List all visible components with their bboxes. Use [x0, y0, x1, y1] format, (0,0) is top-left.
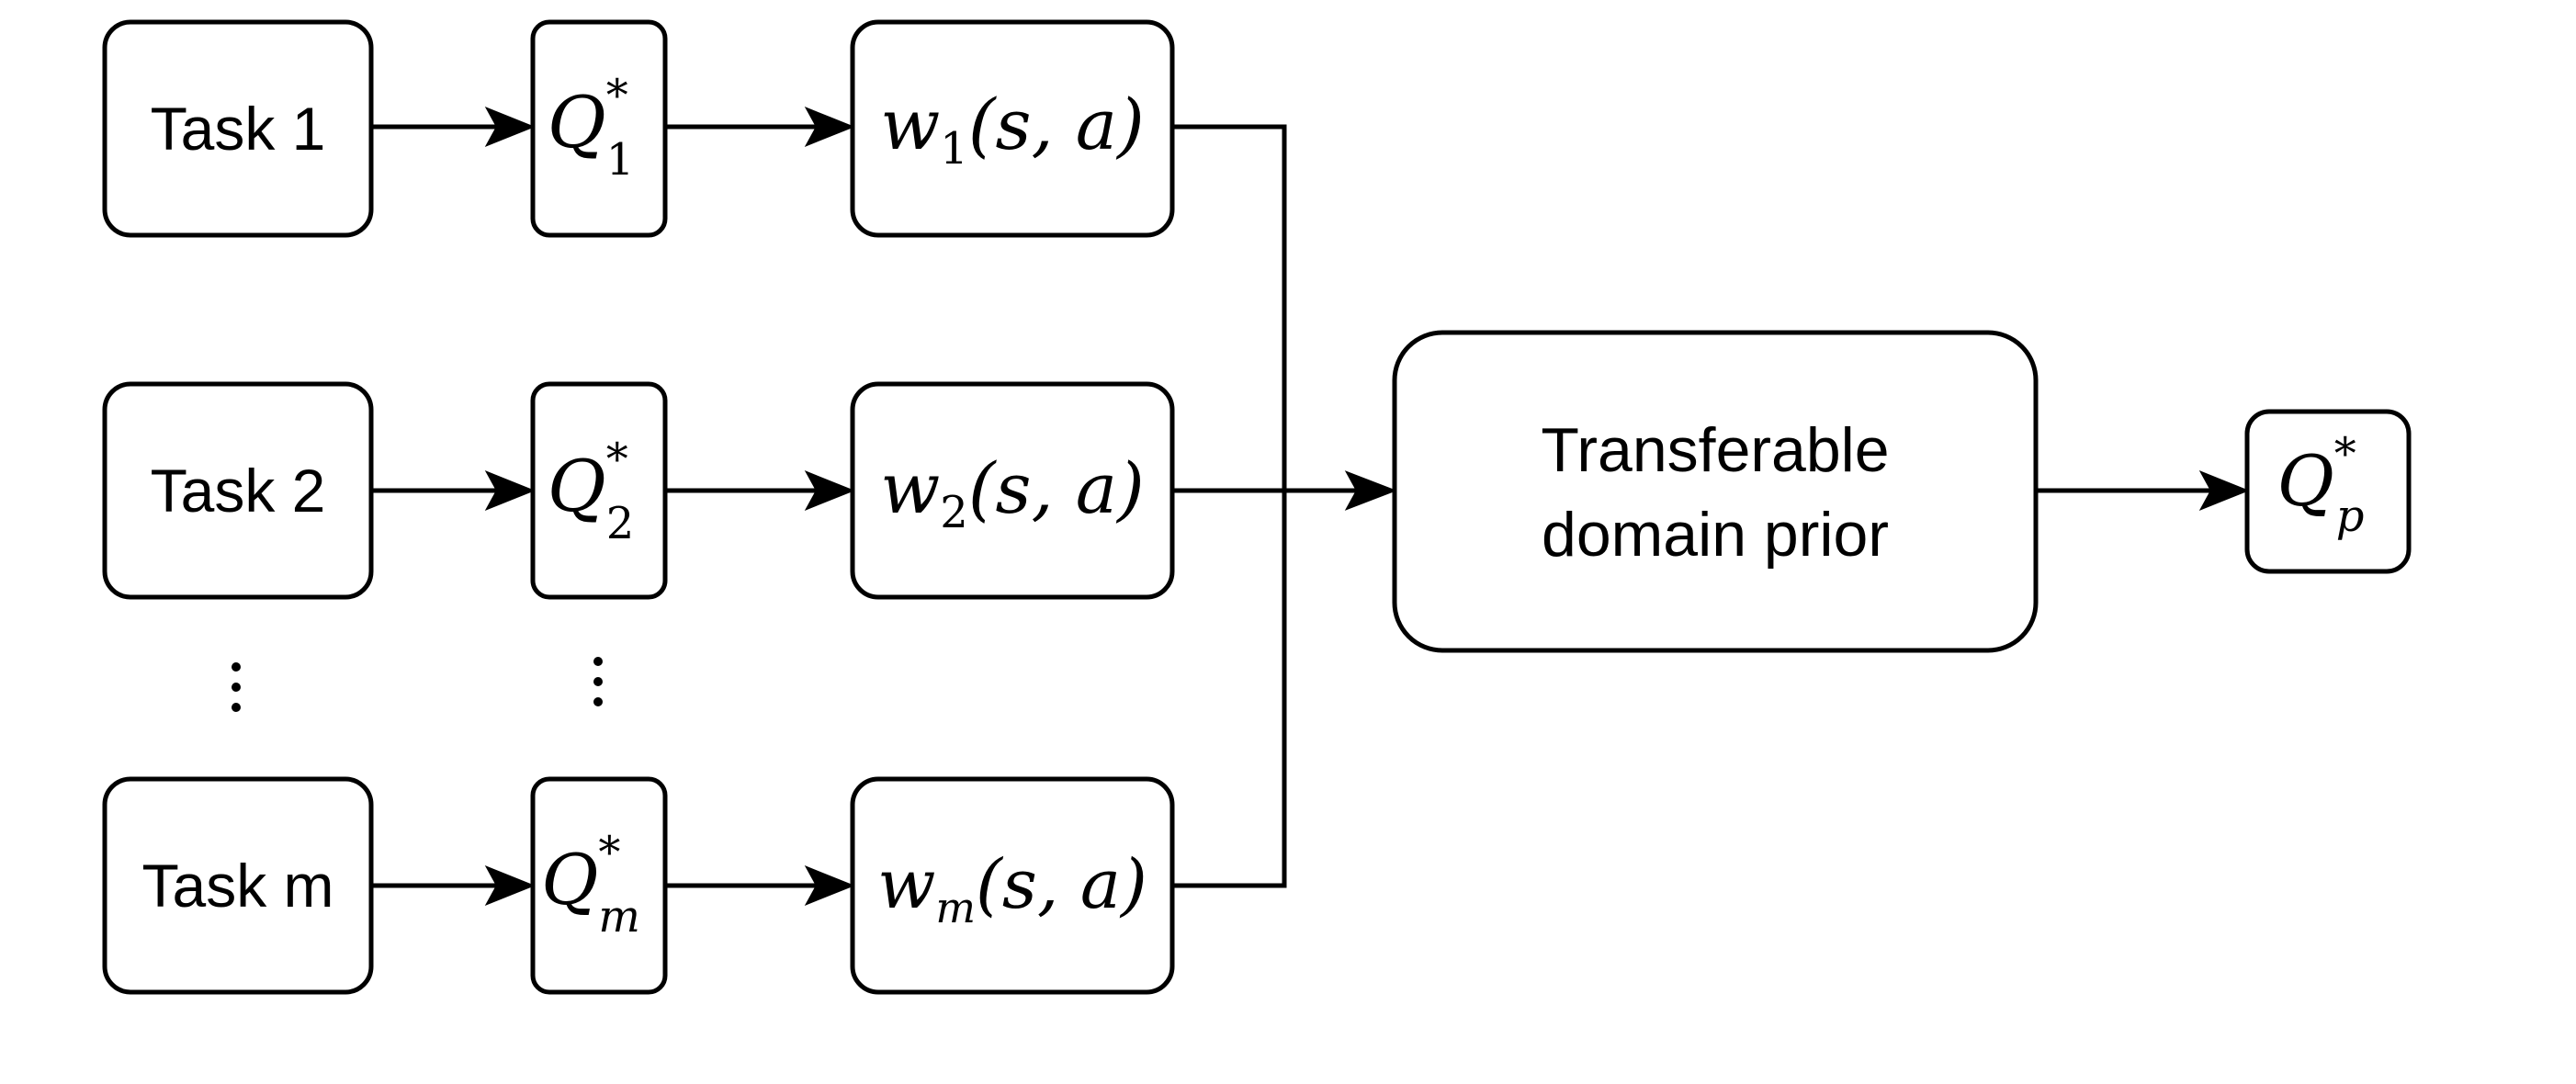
q2-symbol: Q* 2: [548, 434, 635, 549]
qm-base: Q: [541, 839, 598, 920]
arrowhead-qm: [484, 865, 536, 906]
qp-box: [2244, 409, 2412, 574]
qp-superscript: *: [2334, 428, 2356, 480]
task-row-m: Task m Q*m wm(s, a): [102, 776, 1175, 995]
arrowhead-w2: [804, 470, 855, 511]
q1-superscript: *: [606, 70, 628, 121]
q2-subscript: 2: [606, 498, 635, 549]
qp-base: Q: [2277, 440, 2333, 522]
arrowhead-q1: [484, 107, 536, 147]
w2-base: w: [880, 447, 940, 529]
w1-base: w: [880, 84, 940, 165]
prior-label-line1: Transferable: [1541, 415, 1889, 485]
q1-subscript: 1: [606, 134, 635, 186]
prior-label-line2: domain prior: [1542, 500, 1889, 570]
task-m-label: Task m: [141, 852, 333, 920]
w1-symbol: w1(s, a): [880, 84, 1145, 175]
w1-args: (s, a): [968, 84, 1145, 165]
qm-subscript: m: [598, 891, 640, 943]
q1-symbol: Q* 1: [548, 70, 635, 186]
arrowhead-wm: [804, 865, 855, 906]
edge-w1-to-merge: [1172, 124, 1287, 888]
task-2-label: Task 2: [151, 457, 326, 525]
wm-symbol: wm(s, a): [877, 845, 1147, 932]
ellipsis-tasks: [232, 662, 241, 712]
task-1-label: Task 1: [151, 95, 326, 163]
prior-node: Transferable domain prior: [1392, 330, 2039, 653]
qp-subscript: p: [2336, 491, 2365, 542]
task-row-1: Task 1 Q*1 w1(s, a): [102, 19, 1175, 238]
arrowhead-w1: [804, 107, 855, 147]
arrowhead-qp: [2198, 470, 2250, 511]
qm-symbol: Q* m: [541, 827, 640, 943]
wm-args: (s, a): [976, 845, 1147, 924]
output-node: Q* p: [2244, 409, 2412, 574]
wm-subscript: m: [935, 883, 976, 932]
w1-subscript: 1: [940, 123, 968, 175]
w2-symbol: w2(s, a): [880, 447, 1145, 538]
q1-base: Q: [548, 82, 606, 164]
qp-symbol: Q* p: [2277, 428, 2364, 542]
merge-connectors: [1172, 124, 1397, 888]
q2-base: Q: [548, 446, 606, 528]
wm-base: w: [877, 845, 935, 924]
arrowhead-q2: [484, 470, 536, 511]
w2-args: (s, a): [968, 447, 1145, 529]
arrowhead-prior: [1344, 470, 1397, 511]
task-row-2: Task 2 Q*2 w2(s, a): [102, 381, 1175, 600]
prior-box: [1392, 330, 2039, 653]
q2-superscript: *: [606, 434, 628, 485]
ellipsis-q: [593, 657, 603, 706]
qm-superscript: *: [598, 827, 620, 878]
w2-subscript: 2: [940, 487, 968, 538]
